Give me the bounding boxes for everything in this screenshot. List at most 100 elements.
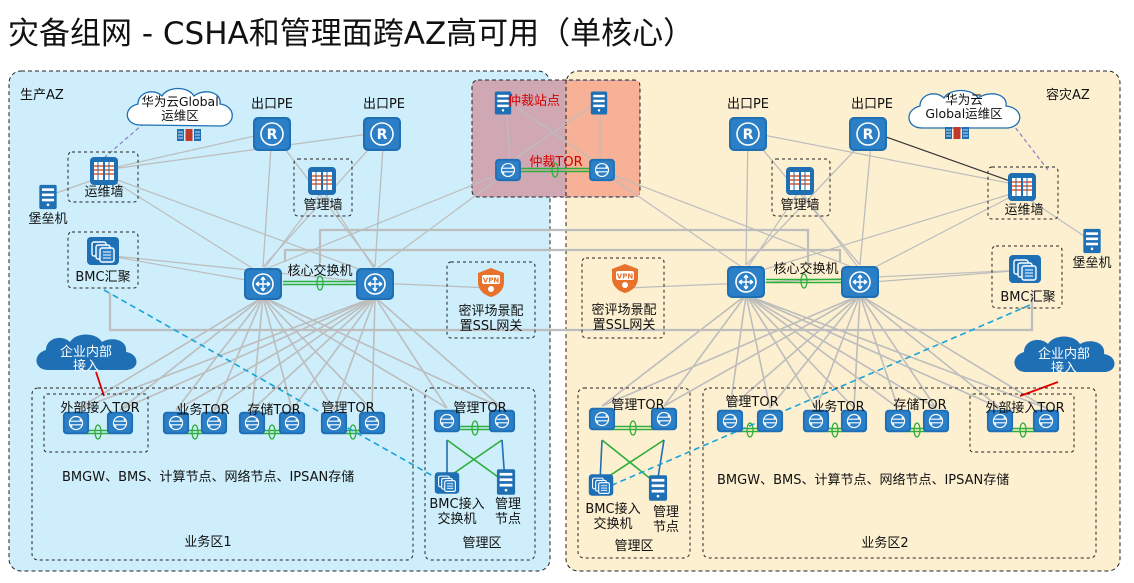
enterprise-access-left-label: 企业内部 接入 [60,346,112,374]
bmc-aggr-label-right: BMC汇聚 [1000,290,1056,305]
workload-text-right: BMGW、BMS、计算节点、网络节点、IPSAN存储 [717,473,1010,488]
fw-core-link [103,174,264,276]
bmc-dash-link [609,304,1031,487]
pe-fw-link [103,131,385,171]
workload-text-left: BMGW、BMS、计算节点、网络节点、IPSAN存储 [62,470,355,485]
tor-switch-icon [716,409,744,433]
storage-tor-label-right: 存储TOR [893,398,947,413]
cloud-enterprise-left [36,334,137,370]
ssl-core-link [374,282,492,289]
enterprise-right-line1: 企业内部 [1037,347,1091,362]
ext-access-tor-label-right: 外部接入TOR [985,401,1065,416]
cloud-global-ops-right [908,89,1021,129]
mgmt-firewall-label-left: 管理墙 [303,198,343,213]
core-tor-link [859,294,1047,409]
mgmt-node-left-line1: 管理 [494,497,522,512]
fw-core-link [103,174,376,276]
links-layer [47,99,1091,487]
ext-access-tor-label-left: 外部接入TOR [60,401,140,416]
arbiter-core-link [599,169,747,271]
egress-pe-label-2: 出口PE [362,97,406,112]
enterprise-link [1019,381,1059,397]
core-tor-link [745,294,1047,409]
core-tor-link [769,294,861,409]
arbiter-tor-lag-lag [551,162,559,178]
bastion-server-icon [39,184,57,210]
core-tor-link [371,296,376,411]
bmc-aggregation-icon [1008,254,1042,284]
storage-tor-label-left: 存储TOR [247,403,301,418]
ops-firewall-label-left: 运维墙 [84,185,124,200]
pe-core-link [262,131,273,268]
tor-lag-left-2-lag [268,424,276,440]
page-title: 灾备组网 - CSHA和管理面跨AZ高可用（单核心） [8,16,695,52]
mgmt-node-right-line2: 节点 [652,520,680,535]
ops-firewall-label-right: 运维墙 [1004,203,1044,218]
core-switch-icon [840,265,880,299]
mgmt-node-server-icon [496,469,516,495]
core-frame-bottom [108,293,1034,332]
ssl-gw-right-line1: 密评场景配 [591,303,657,318]
arbiter-site-link [505,99,601,166]
pe-core-link [747,131,861,266]
ssl-gw-label-left: 密评场景配 置SSL网关 [458,304,523,334]
bmc-access-switch-icon [434,471,460,495]
tor-lag-right-3-lag [1019,422,1027,438]
business-zone-label-1: 业务区1 [184,535,232,550]
core-tor-link [291,296,376,411]
core-tor-link [175,296,264,411]
fw-core-link [799,189,861,271]
bmc-core-link [103,254,264,284]
pe-core-link [262,131,385,268]
bmc-access-left-line1: BMC接入 [429,497,485,512]
arbiter-core-link [262,169,511,271]
tor-switch-icon [884,409,912,433]
core-tor-link [119,296,264,411]
core-switch-icon [243,267,283,301]
core-tor-link [745,294,817,409]
tor-lag-left-0-lag [94,424,102,440]
enterprise-right-line2: 接入 [1050,361,1078,376]
core-tor-link [729,294,747,409]
fw-core-link [745,189,1025,276]
production-az-zone [8,70,551,572]
core-tor-link [262,296,448,409]
arbiter-tor-label: 仲裁TOR [529,155,583,170]
egress-pe-router-icon [362,116,402,152]
business-zone-label-2: 业务区2 [861,536,909,551]
bmc-aggregation-icon [86,236,120,266]
fw-core-link [322,189,376,271]
core-tor-link [859,294,899,409]
pe-fw-link [871,131,1025,187]
core-tor-link [119,296,376,411]
business-tor-label-left: 业务TOR [176,403,230,418]
core-tor-link [251,296,376,411]
fw-core-link [745,189,801,271]
core-tor-link [262,296,293,411]
cloud-enterprise-right [1014,336,1115,372]
cloud-left-label: 华为云Global 运维区 [141,95,218,123]
fw-core-link [262,189,324,271]
dashed-boxes [31,151,1097,561]
core-tor-link [745,294,937,409]
bastion-server-icon [1083,228,1101,254]
core-tor-link [213,296,376,411]
cloud-right-line2: Global运维区 [925,106,1003,121]
arbiter-tor-switch-icon [494,158,522,182]
mgmt-node-label-right: 管理 节点 [653,505,679,535]
ops-firewall-icon [89,156,119,186]
mgmt-tor-label-right-biz: 管理TOR [725,395,779,410]
tor-switch-icon [922,409,950,433]
mgmt-zone-label-left: 管理区 [462,536,502,551]
cloud-right-label: 华为云 Global运维区 [925,93,1002,121]
core-tor-link [374,296,503,409]
business-tor-label-right: 业务TOR [811,400,865,415]
core-tor-link [663,294,747,407]
tor-switch-icon [756,409,784,433]
core-frame-inner [283,248,842,262]
mgmt-firewall-label-right: 管理墙 [780,198,820,213]
core-tor-link [75,296,376,411]
core-tor-link [175,296,376,411]
mgmt-tor-label-right-mgmt: 管理TOR [611,398,665,413]
